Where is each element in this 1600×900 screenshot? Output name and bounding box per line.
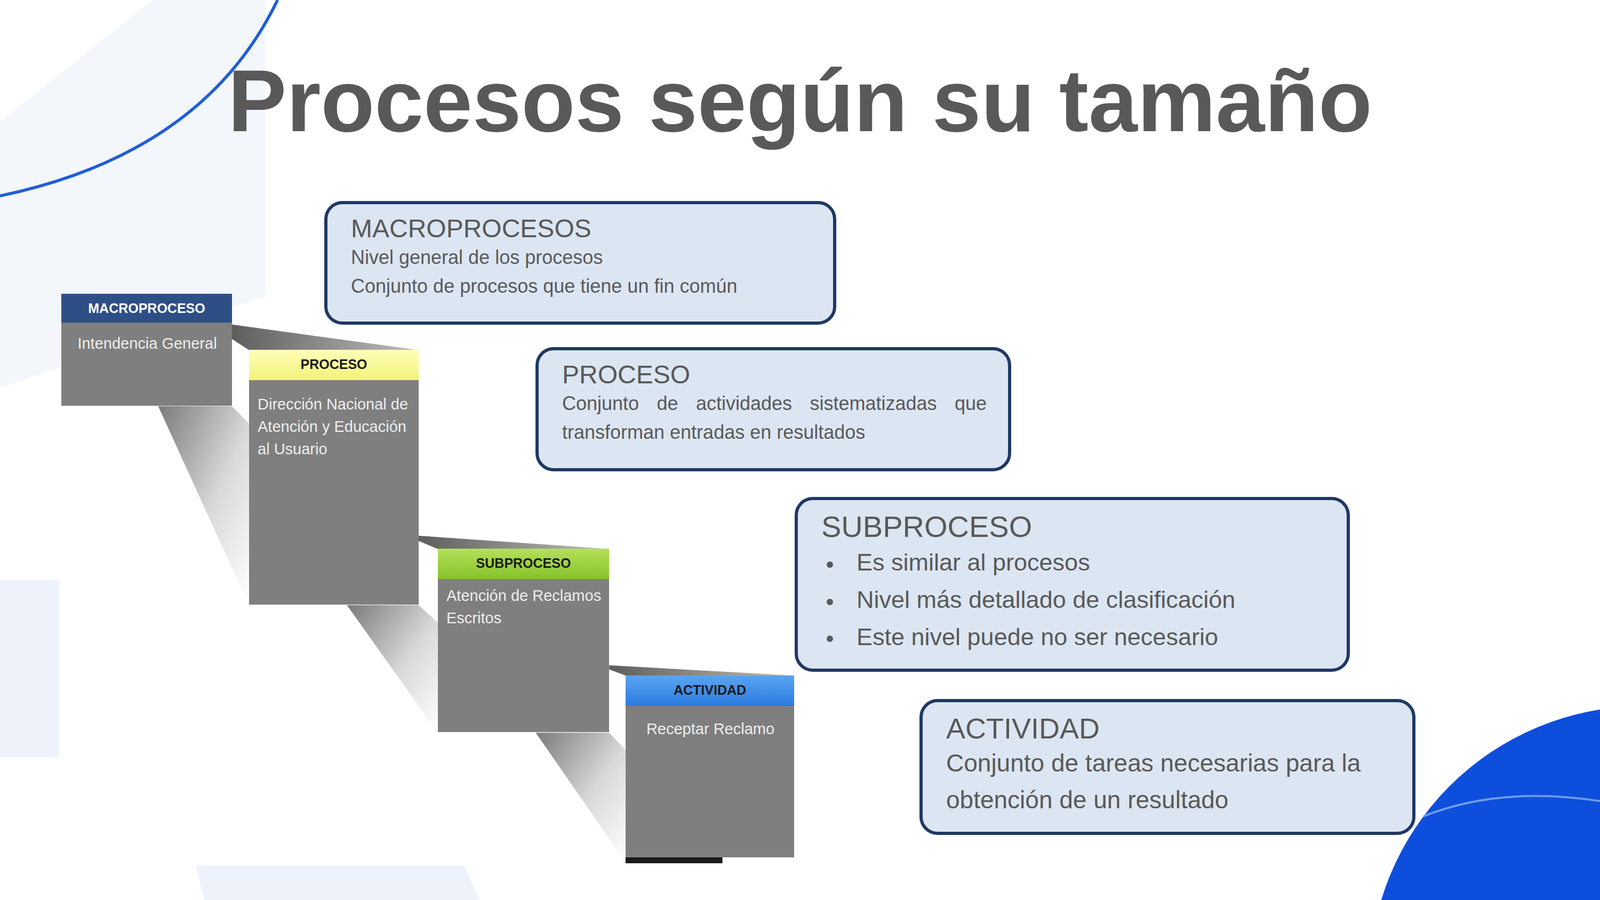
level-header: SUBPROCESO <box>437 548 610 580</box>
level-example: Dirección Nacional de Atención y Educaci… <box>249 380 419 470</box>
stair-box: ACTIVIDADReceptar Reclamo <box>625 675 795 858</box>
definition-box: SUBPROCESO Es similar al procesosNivel má… <box>794 497 1350 672</box>
box-text: Conjunto de actividades sistematizadas q… <box>562 389 987 447</box>
stair-base <box>625 857 723 864</box>
bullet-text: Nivel más detallado de clasificación <box>856 586 1236 614</box>
bullet-item: Nivel más detallado de clasificación <box>821 581 1326 619</box>
bullet-item: Este nivel puede no ser necesario <box>821 618 1326 656</box>
stair-shadow <box>418 536 610 550</box>
box-heading: ACTIVIDAD <box>946 712 1391 746</box>
pale-shape <box>0 579 60 758</box>
slide-title: Procesos según su tamaño <box>0 50 1600 152</box>
corner-arc-light <box>1423 796 1600 817</box>
stair-box: MACROPROCESOIntendencia General <box>61 293 232 406</box>
level-header: PROCESO <box>249 349 419 381</box>
stair-box: SUBPROCESOAtención de Reclamos Escritos <box>437 548 610 733</box>
definition-box: PROCESOConjunto de actividades sistemati… <box>535 347 1012 472</box>
box-heading: MACROPROCESOS <box>350 213 812 244</box>
bullet-item: Es similar al procesos <box>821 544 1326 582</box>
level-header: MACROPROCESO <box>61 293 232 323</box>
pale-shape <box>195 865 480 900</box>
bullet-text: Este nivel puede no ser necesario <box>856 623 1219 651</box>
stair-shadow <box>231 324 419 351</box>
bullet-dot <box>826 598 834 606</box>
box-text: Nivel general de los procesos <box>350 243 812 272</box>
definition-box: ACTIVIDADConjunto de tareas necesarias p… <box>919 699 1416 836</box>
box-heading: SUBPROCESO <box>821 509 1326 544</box>
box-heading: PROCESO <box>562 360 987 390</box>
stair-shadow <box>609 665 794 676</box>
stair-box: PROCESODirección Nacional de Atención y … <box>249 349 419 605</box>
level-example: Receptar Reclamo <box>625 706 795 750</box>
stair-shadow <box>158 406 250 606</box>
bullet-dot <box>826 635 834 643</box>
level-header: ACTIVIDAD <box>625 675 795 707</box>
box-text: Conjunto de tareas necesarias para la ob… <box>946 745 1391 819</box>
bullet-dot <box>826 561 834 568</box>
level-example: Intendencia General <box>61 322 232 365</box>
box-text: Conjunto de procesos que tiene un fin co… <box>350 272 812 301</box>
stair-shadow <box>535 732 626 863</box>
bullet-text: Es similar al procesos <box>856 548 1091 576</box>
definition-box: MACROPROCESOSNivel general de los proces… <box>324 201 837 325</box>
level-example: Atención de Reclamos Escritos <box>437 579 610 639</box>
stair-shadow <box>347 605 438 733</box>
